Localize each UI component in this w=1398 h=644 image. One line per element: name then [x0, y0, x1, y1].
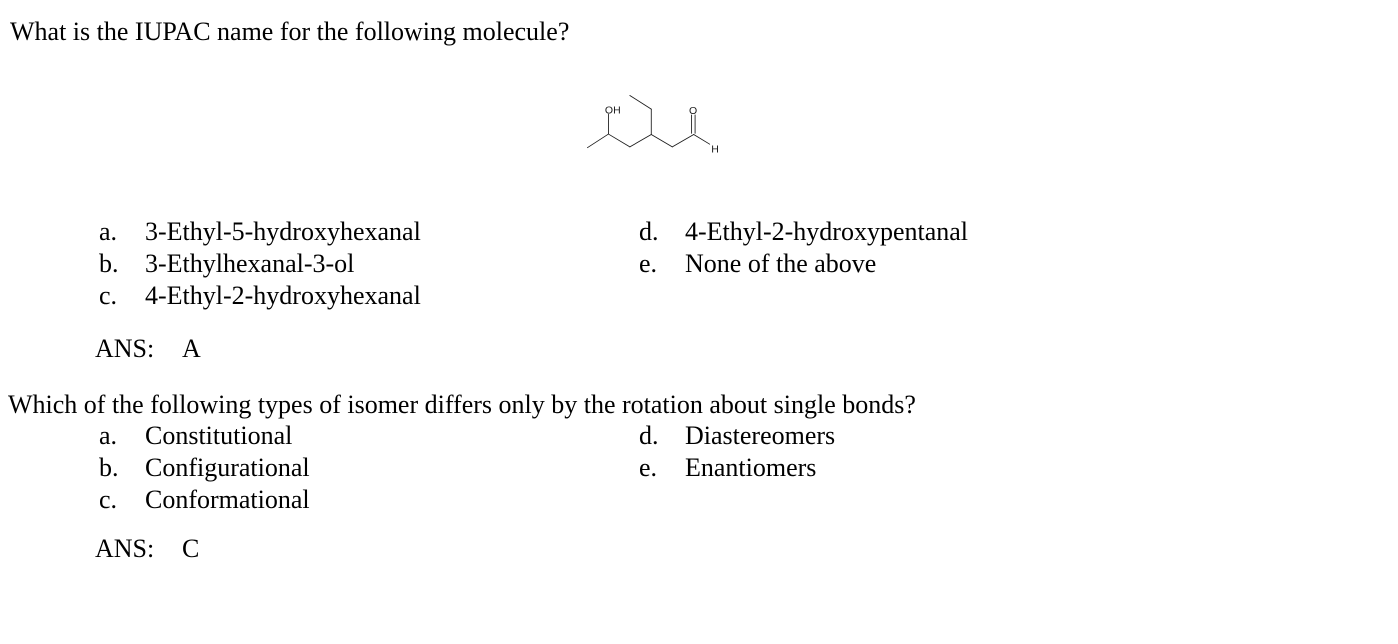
- option-text: 3-Ethylhexanal-3-ol: [145, 249, 355, 278]
- bond-c6-c5: [586, 133, 609, 149]
- bond-c4-c3: [629, 134, 652, 148]
- question-1-answer-line: ANS: A: [95, 335, 201, 363]
- option-letter: c.: [99, 281, 118, 310]
- question-2-options-left: a. Constitutional b. Configurational c. …: [99, 420, 310, 516]
- option-row: a. Constitutional: [99, 420, 310, 452]
- option-text: Diastereomers: [685, 421, 836, 450]
- question-1-options-right: d. 4-Ethyl-2-hydroxypentanal e. None of …: [639, 216, 968, 280]
- option-row: b. Configurational: [99, 452, 310, 484]
- option-row: c. 4-Ethyl-2-hydroxyhexanal: [99, 280, 421, 312]
- bond-c2-c1: [671, 134, 695, 148]
- option-letter: e.: [639, 249, 658, 278]
- option-text: 3-Ethyl-5-hydroxyhexanal: [145, 217, 421, 246]
- option-letter: e.: [639, 453, 658, 482]
- question-2-answer-line: ANS: C: [95, 535, 199, 563]
- answer-value: C: [182, 534, 200, 563]
- aldehyde-hydrogen-label: H: [711, 144, 719, 156]
- option-letter: b.: [99, 249, 119, 278]
- carbonyl-oxygen-label: O: [689, 105, 697, 117]
- option-row: b. 3-Ethylhexanal-3-ol: [99, 248, 421, 280]
- option-text: None of the above: [685, 249, 877, 278]
- option-letter: a.: [99, 217, 118, 246]
- bond-c1-h: [693, 134, 711, 145]
- answer-value: A: [182, 334, 201, 363]
- answer-label: ANS:: [95, 534, 155, 563]
- option-row: d. Diastereomers: [639, 420, 835, 452]
- option-row: e. None of the above: [639, 248, 968, 280]
- question-2-options-right: d. Diastereomers e. Enantiomers: [639, 420, 835, 484]
- option-text: Configurational: [145, 453, 310, 482]
- bond-c5-c4: [608, 133, 631, 148]
- bond-ethyl-ch2-ch3: [629, 95, 652, 110]
- option-letter: d.: [639, 421, 659, 450]
- option-text: Constitutional: [145, 421, 293, 450]
- option-letter: c.: [99, 485, 118, 514]
- question-1-options-left: a. 3-Ethyl-5-hydroxyhexanal b. 3-Ethylhe…: [99, 216, 421, 312]
- bond-c3-c2: [650, 134, 673, 148]
- option-letter: b.: [99, 453, 119, 482]
- option-row: e. Enantiomers: [639, 452, 835, 484]
- molecule-structure: OH O H: [586, 95, 719, 156]
- question-1-prompt: What is the IUPAC name for the following…: [10, 17, 570, 46]
- option-text: 4-Ethyl-2-hydroxypentanal: [685, 217, 969, 246]
- option-text: Conformational: [145, 485, 310, 514]
- hydroxyl-label: OH: [605, 104, 621, 116]
- answer-label: ANS:: [95, 334, 155, 363]
- question-2-prompt: Which of the following types of isomer d…: [8, 390, 916, 419]
- option-text: 4-Ethyl-2-hydroxyhexanal: [145, 281, 421, 310]
- option-row: c. Conformational: [99, 484, 310, 516]
- option-row: a. 3-Ethyl-5-hydroxyhexanal: [99, 216, 421, 248]
- option-letter: d.: [639, 217, 659, 246]
- option-letter: a.: [99, 421, 118, 450]
- option-row: d. 4-Ethyl-2-hydroxypentanal: [639, 216, 968, 248]
- option-text: Enantiomers: [685, 453, 817, 482]
